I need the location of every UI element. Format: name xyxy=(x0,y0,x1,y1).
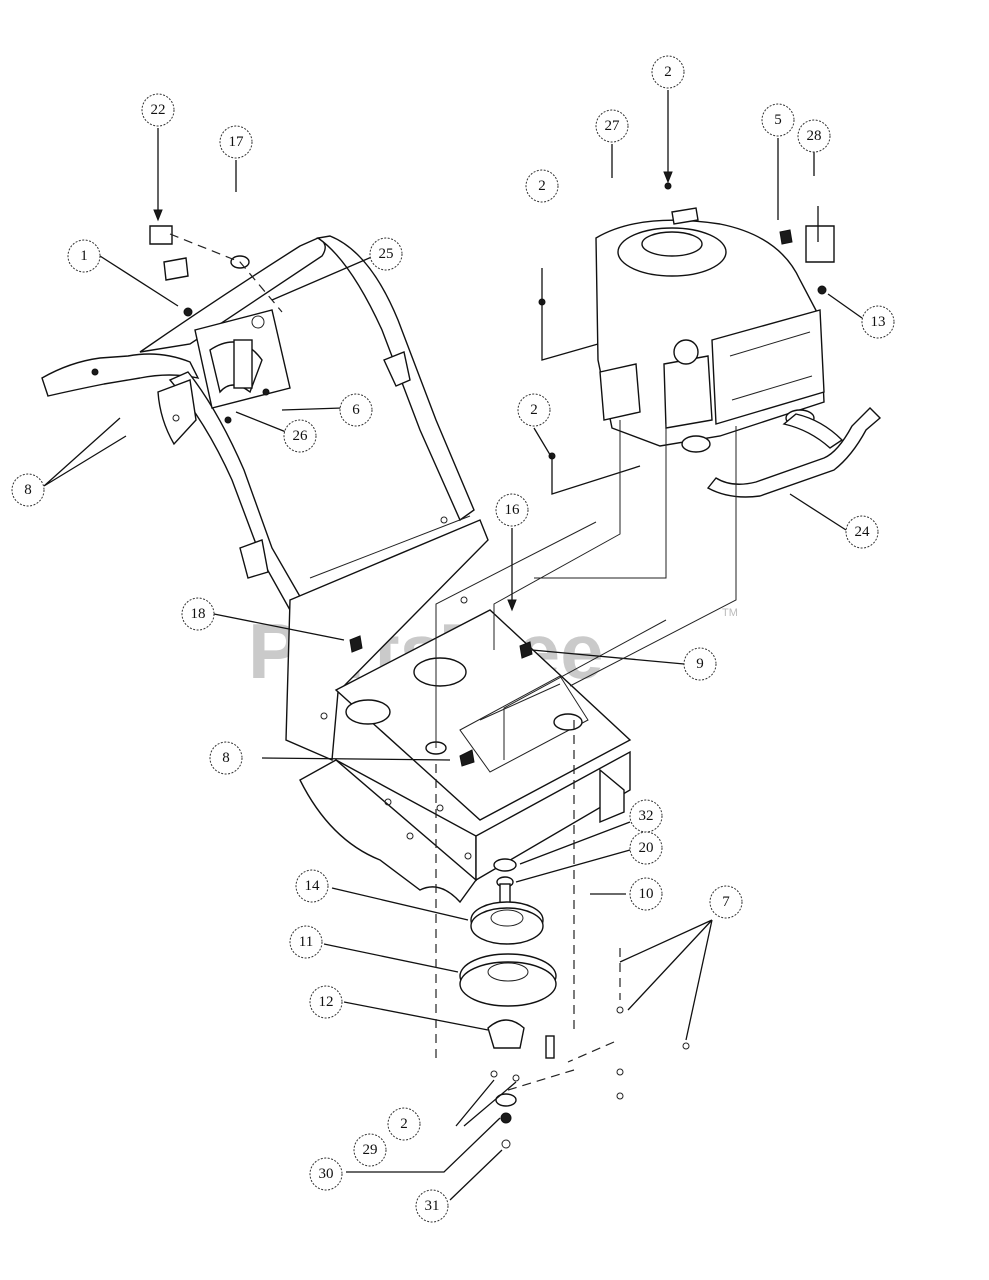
svg-text:2: 2 xyxy=(538,178,546,194)
svg-text:13: 13 xyxy=(871,314,886,330)
svg-text:2: 2 xyxy=(400,1116,408,1132)
callout-7: 7 xyxy=(709,885,743,919)
svg-text:31: 31 xyxy=(425,1198,440,1214)
callout-13: 13 xyxy=(861,305,895,339)
callout-2-engine-left: 2 xyxy=(525,169,559,203)
callout-2-lower: 2 xyxy=(387,1107,421,1141)
svg-text:8: 8 xyxy=(222,750,230,766)
callout-1: 1 xyxy=(67,239,101,273)
svg-text:11: 11 xyxy=(299,934,313,950)
frame-assembly xyxy=(285,515,632,904)
svg-text:7: 7 xyxy=(722,894,730,910)
callout-28: 28 xyxy=(797,119,831,153)
svg-text:30: 30 xyxy=(319,1166,334,1182)
callout-2-engine-bottom: 2 xyxy=(517,393,551,427)
callout-17: 17 xyxy=(219,125,253,159)
svg-text:27: 27 xyxy=(605,118,621,134)
svg-text:8: 8 xyxy=(24,482,32,498)
svg-text:1: 1 xyxy=(80,248,88,264)
callout-14: 14 xyxy=(295,869,329,903)
svg-text:20: 20 xyxy=(639,840,654,856)
svg-text:16: 16 xyxy=(505,502,521,518)
callout-22: 22 xyxy=(141,93,175,127)
callout-25: 25 xyxy=(369,237,403,271)
callout-26: 26 xyxy=(283,419,317,453)
callout-18: 18 xyxy=(181,597,215,631)
svg-text:29: 29 xyxy=(363,1142,378,1158)
svg-text:5: 5 xyxy=(774,112,782,128)
callout-8-frame: 8 xyxy=(209,741,243,775)
callout-20: 20 xyxy=(629,831,663,865)
svg-text:2: 2 xyxy=(664,64,672,80)
svg-text:2: 2 xyxy=(530,402,538,418)
callout-5: 5 xyxy=(761,103,795,137)
callout-32: 32 xyxy=(629,799,663,833)
svg-text:26: 26 xyxy=(293,428,309,444)
muffler xyxy=(681,407,882,498)
svg-text:6: 6 xyxy=(352,402,360,418)
svg-text:25: 25 xyxy=(379,246,394,262)
callout-30: 30 xyxy=(309,1157,343,1191)
svg-text:18: 18 xyxy=(191,606,206,622)
svg-text:14: 14 xyxy=(305,878,321,894)
svg-text:22: 22 xyxy=(151,102,166,118)
engine xyxy=(538,182,835,460)
callout-31: 31 xyxy=(415,1189,449,1223)
pulley-assembly xyxy=(459,858,690,1149)
leader-lines xyxy=(43,90,863,1201)
callout-24: 24 xyxy=(845,515,879,549)
callout-2-engine-top: 2 xyxy=(651,55,685,89)
callout-9: 9 xyxy=(683,647,717,681)
callout-27: 27 xyxy=(595,109,629,143)
svg-text:28: 28 xyxy=(807,128,822,144)
callout-6: 6 xyxy=(339,393,373,427)
svg-text:32: 32 xyxy=(639,808,654,824)
callout-29: 29 xyxy=(353,1133,387,1167)
callout-11: 11 xyxy=(289,925,323,959)
svg-text:10: 10 xyxy=(639,886,654,902)
svg-text:17: 17 xyxy=(229,134,245,150)
callout-8-handle: 8 xyxy=(11,473,45,507)
callout-labels: 22 17 1 25 6 26 8 2 27 2 5 28 13 2 16 24… xyxy=(11,55,895,1223)
callout-12: 12 xyxy=(309,985,343,1019)
handle-assembly xyxy=(41,225,475,612)
svg-text:9: 9 xyxy=(696,656,704,672)
svg-text:12: 12 xyxy=(319,994,334,1010)
watermark-trademark: TM xyxy=(722,607,738,619)
svg-text:24: 24 xyxy=(855,524,871,540)
callout-16: 16 xyxy=(495,493,529,527)
callout-10: 10 xyxy=(629,877,663,911)
